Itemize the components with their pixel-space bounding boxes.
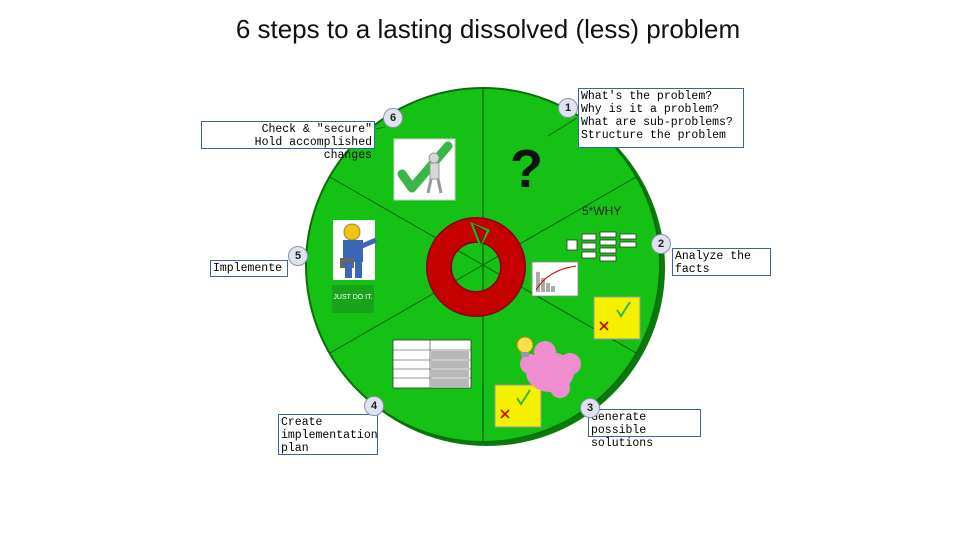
lightbulb-icon xyxy=(516,336,534,357)
step-badge-1: 1 xyxy=(558,98,578,118)
just-do-it-banner xyxy=(332,285,374,313)
check-person-image xyxy=(393,138,456,201)
connector-step-1 xyxy=(547,117,578,137)
step-callout-6: Check & "secure" Hold accomplished chang… xyxy=(201,121,375,162)
step-callout-5: Implemente xyxy=(210,260,288,277)
step-callout-4: Create implementation plan xyxy=(278,414,378,455)
step-badge-3: 3 xyxy=(580,398,600,418)
worker-image xyxy=(333,220,377,280)
step-badge-2: 2 xyxy=(651,234,671,254)
cycle-arrow-icon xyxy=(426,217,526,317)
step-callout-2: Analyze the facts xyxy=(672,248,771,276)
evaluation-card-top xyxy=(593,296,641,340)
step-badge-4: 4 xyxy=(364,396,384,416)
five-why-label: 5*WHY xyxy=(582,204,622,218)
tree-diagram-image xyxy=(566,231,637,262)
brainstorm-cloud-icon xyxy=(520,341,581,398)
step-callout-1: What's the problem? Why is it a problem?… xyxy=(578,88,744,148)
action-plan-table-image xyxy=(392,339,472,389)
diagram-title: 6 steps to a lasting dissolved (less) pr… xyxy=(235,14,741,44)
step-callout-3: Generate possible solutions xyxy=(588,409,701,450)
connector-step-6 xyxy=(375,126,386,130)
evaluation-card-bottom xyxy=(494,384,542,428)
question-mark-icon: ? xyxy=(510,139,543,199)
just-do-it-label: JUST DO IT. xyxy=(333,294,373,301)
step-badge-5: 5 xyxy=(288,246,308,266)
divider-left-bottom xyxy=(329,264,484,354)
five-why-chart-image xyxy=(531,261,579,297)
step-badge-6: 6 xyxy=(383,108,403,128)
